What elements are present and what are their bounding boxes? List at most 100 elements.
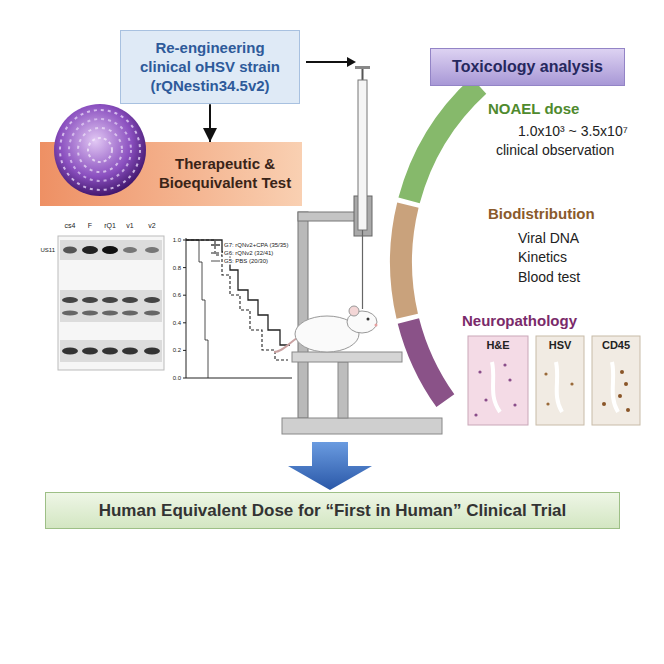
lane-label: F <box>88 222 92 230</box>
histology-panel <box>478 370 481 373</box>
survival-plot <box>186 240 290 345</box>
virus-particle <box>88 138 112 162</box>
western-blot <box>122 348 138 355</box>
western-blot <box>122 297 138 303</box>
node-text: clinical observation <box>496 142 658 160</box>
western-blot <box>62 348 78 355</box>
axis-tick: 0.0 <box>173 375 181 382</box>
process-box: Re-engineering clinical oHSV strain (rQN… <box>120 30 300 104</box>
lane-label: v2 <box>148 222 155 230</box>
histology-panel <box>536 336 584 425</box>
axis-tick: 0.8 <box>173 264 181 271</box>
western-blot <box>102 246 118 254</box>
lane-label: rQ1 <box>104 222 116 230</box>
histology-panel <box>508 378 511 381</box>
node-heading: Biodistribution <box>488 205 658 224</box>
stereotaxic-frame <box>282 66 442 434</box>
histology-panel <box>626 408 630 412</box>
survival-plot <box>183 240 186 378</box>
stain-label: HSV <box>549 339 572 352</box>
western-blot <box>102 311 118 316</box>
stereotaxic-frame <box>338 362 348 418</box>
western-blot <box>82 348 98 355</box>
stereotaxic-frame <box>282 418 442 434</box>
western-blot <box>62 311 78 316</box>
western-blot <box>60 290 162 322</box>
virus-particle <box>54 104 146 196</box>
axis-tick: 0.2 <box>173 347 181 354</box>
mouse-figure <box>375 324 378 327</box>
band-label: US11 <box>40 247 55 254</box>
western-blot <box>62 297 78 303</box>
analysis-section: NOAEL dose1.0x10³ ~ 3.5x10⁷clinical obse… <box>488 100 658 160</box>
histology-panel <box>492 362 500 412</box>
survival-plot <box>211 252 220 253</box>
flow-arrow <box>306 57 356 67</box>
histology-panel <box>618 394 622 398</box>
stain-label: H&E <box>486 339 509 352</box>
stereotaxic-frame <box>292 352 402 362</box>
stain-label: CD45 <box>602 339 630 352</box>
mouse-figure <box>274 338 297 352</box>
analysis-section: BiodistributionViral DNAKineticsBlood te… <box>488 205 658 286</box>
analysis-section: Neuropathology <box>462 312 652 331</box>
histology-panel <box>468 336 528 425</box>
histology-panel <box>620 370 624 374</box>
result-band: Therapeutic & Bioequivalent Test <box>40 142 302 206</box>
western-blot <box>144 297 160 303</box>
stereotaxic-frame <box>355 66 370 69</box>
survival-plot <box>186 238 292 378</box>
flow-arrow <box>306 61 348 63</box>
conclusion-band: Human Equivalent Dose for “First in Huma… <box>45 492 620 529</box>
arc-segment-brown <box>390 202 419 318</box>
western-blot <box>144 311 160 316</box>
virus-particle <box>69 119 131 181</box>
survival-plot <box>183 238 292 378</box>
histology-panel <box>544 372 547 375</box>
axis-tick: 1.0 <box>173 237 181 244</box>
header-box: Toxicology analysis <box>430 48 625 86</box>
western-blot <box>102 297 118 303</box>
mouse-figure <box>349 306 359 316</box>
axis-tick: 0.4 <box>173 319 181 326</box>
lane-label: cs4 <box>65 222 76 230</box>
result-arrow <box>288 442 372 490</box>
survival-plot <box>211 261 220 262</box>
mouse-figure <box>274 306 378 352</box>
stereotaxic-frame <box>362 69 364 80</box>
node-heading: Neuropathology <box>462 312 652 331</box>
arc-segment-green <box>398 77 486 203</box>
virus-particle <box>60 110 140 190</box>
histology-panel <box>592 336 640 425</box>
histology-panel <box>503 363 506 366</box>
western-blot <box>144 348 160 355</box>
node-heading: NOAEL dose <box>488 100 658 119</box>
histology-panel <box>474 413 477 416</box>
western-blot <box>82 297 98 303</box>
virus-particle <box>54 104 146 196</box>
western-blot <box>145 247 159 253</box>
western-blot <box>63 247 77 254</box>
node-heading: Therapeutic & Bioequivalent Test <box>152 155 298 193</box>
histology-panel <box>484 398 487 401</box>
stereotaxic-frame <box>298 212 308 418</box>
western-blot <box>58 236 164 370</box>
western-blot <box>60 240 162 260</box>
histology-panel <box>624 382 628 386</box>
flow-arrow <box>347 57 356 67</box>
western-blot <box>82 246 98 254</box>
western-blot <box>58 236 164 370</box>
histology-panel <box>546 402 549 405</box>
axis-tick: 0.6 <box>173 292 181 299</box>
histology-panel <box>468 336 640 425</box>
flow-arrow <box>209 104 211 142</box>
histology-panel <box>556 362 562 412</box>
survival-plot <box>211 244 220 245</box>
histology-panel <box>602 402 606 406</box>
mouse-figure <box>367 318 370 321</box>
arc-segment-purple <box>398 318 455 407</box>
